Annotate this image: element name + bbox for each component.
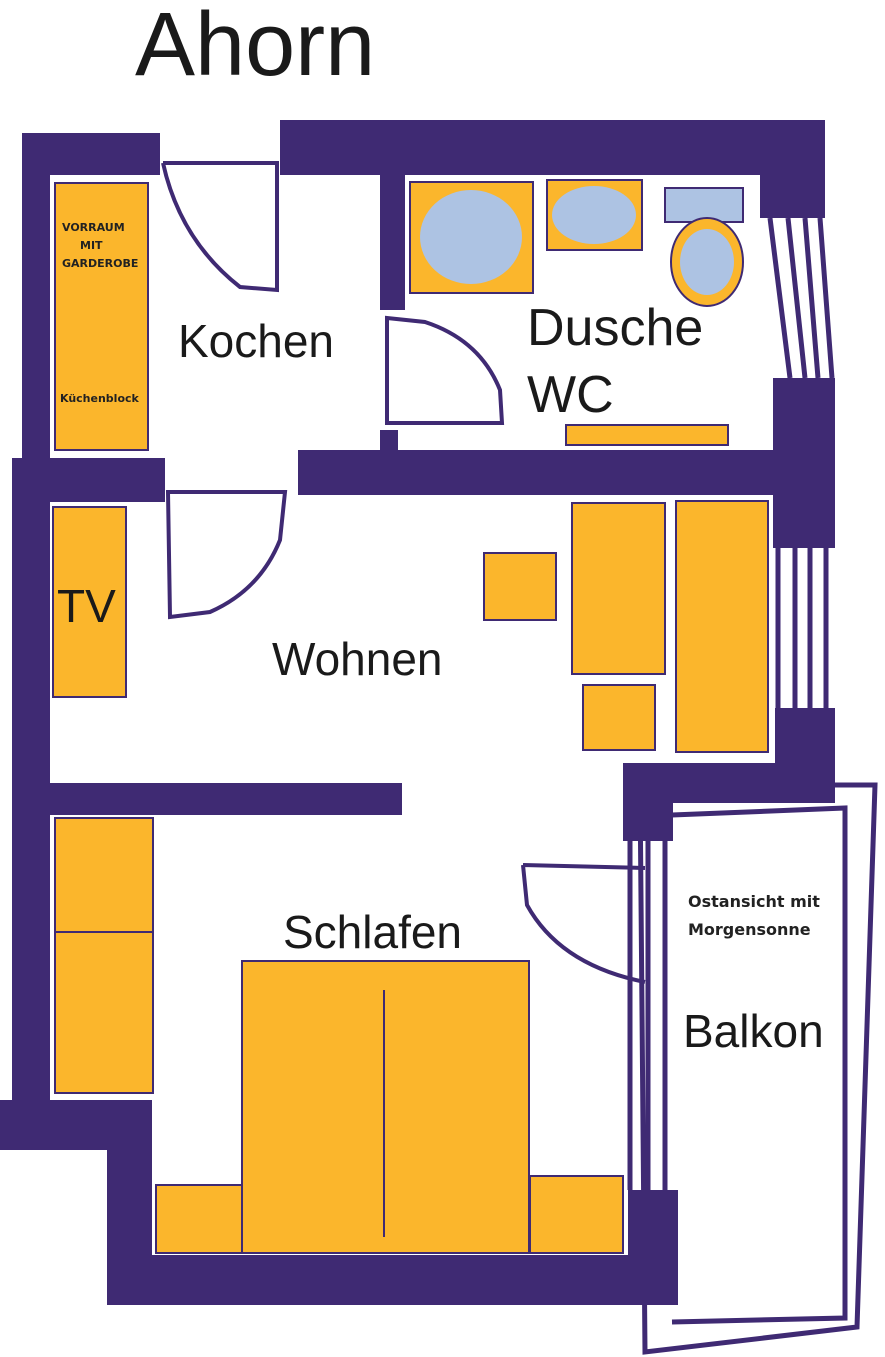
entrance-door[interactable] [161, 161, 279, 293]
balcony-door[interactable] [521, 863, 646, 984]
kitchen-block-label: Küchenblock [60, 392, 140, 405]
tv-cabinet [52, 506, 127, 698]
plan-title: Ahorn [135, 0, 375, 95]
room-balcony: Balkon [683, 1005, 824, 1057]
living-couch [675, 500, 769, 753]
sink-icon [552, 186, 636, 244]
entry-label-1: VORRAUM [62, 221, 125, 234]
bedroom-wardrobe-top [54, 817, 154, 933]
room-kitchen: Kochen [178, 315, 334, 367]
toilet-tank [664, 187, 744, 223]
bathroom-door[interactable] [385, 315, 505, 425]
windows [627, 217, 835, 1190]
shower-icon [420, 190, 522, 284]
living-sofa [571, 502, 666, 675]
living-door[interactable] [165, 490, 288, 620]
room-bedroom: Schlafen [283, 906, 462, 958]
nightstand-right [529, 1175, 624, 1254]
bedroom-wardrobe-bottom [54, 931, 154, 1094]
room-wc: WC [527, 366, 614, 424]
bathroom-shelf [565, 424, 729, 446]
entry-wardrobe [54, 182, 149, 451]
room-living: Wohnen [272, 633, 443, 685]
double-bed [241, 960, 530, 1254]
entry-label-3: GARDEROBE [62, 257, 138, 270]
tv-label: TV [57, 580, 116, 632]
room-bath: Dusche [527, 299, 703, 357]
entry-label-2: MIT [80, 239, 103, 252]
balcony-note-1: Ostansicht mit [688, 892, 820, 911]
living-stool [582, 684, 656, 751]
living-table [483, 552, 557, 621]
balcony-note-2: Morgensonne [688, 920, 811, 939]
doors [161, 161, 646, 984]
nightstand-left [155, 1184, 243, 1254]
walls [0, 120, 835, 1305]
furniture [52, 179, 769, 1254]
